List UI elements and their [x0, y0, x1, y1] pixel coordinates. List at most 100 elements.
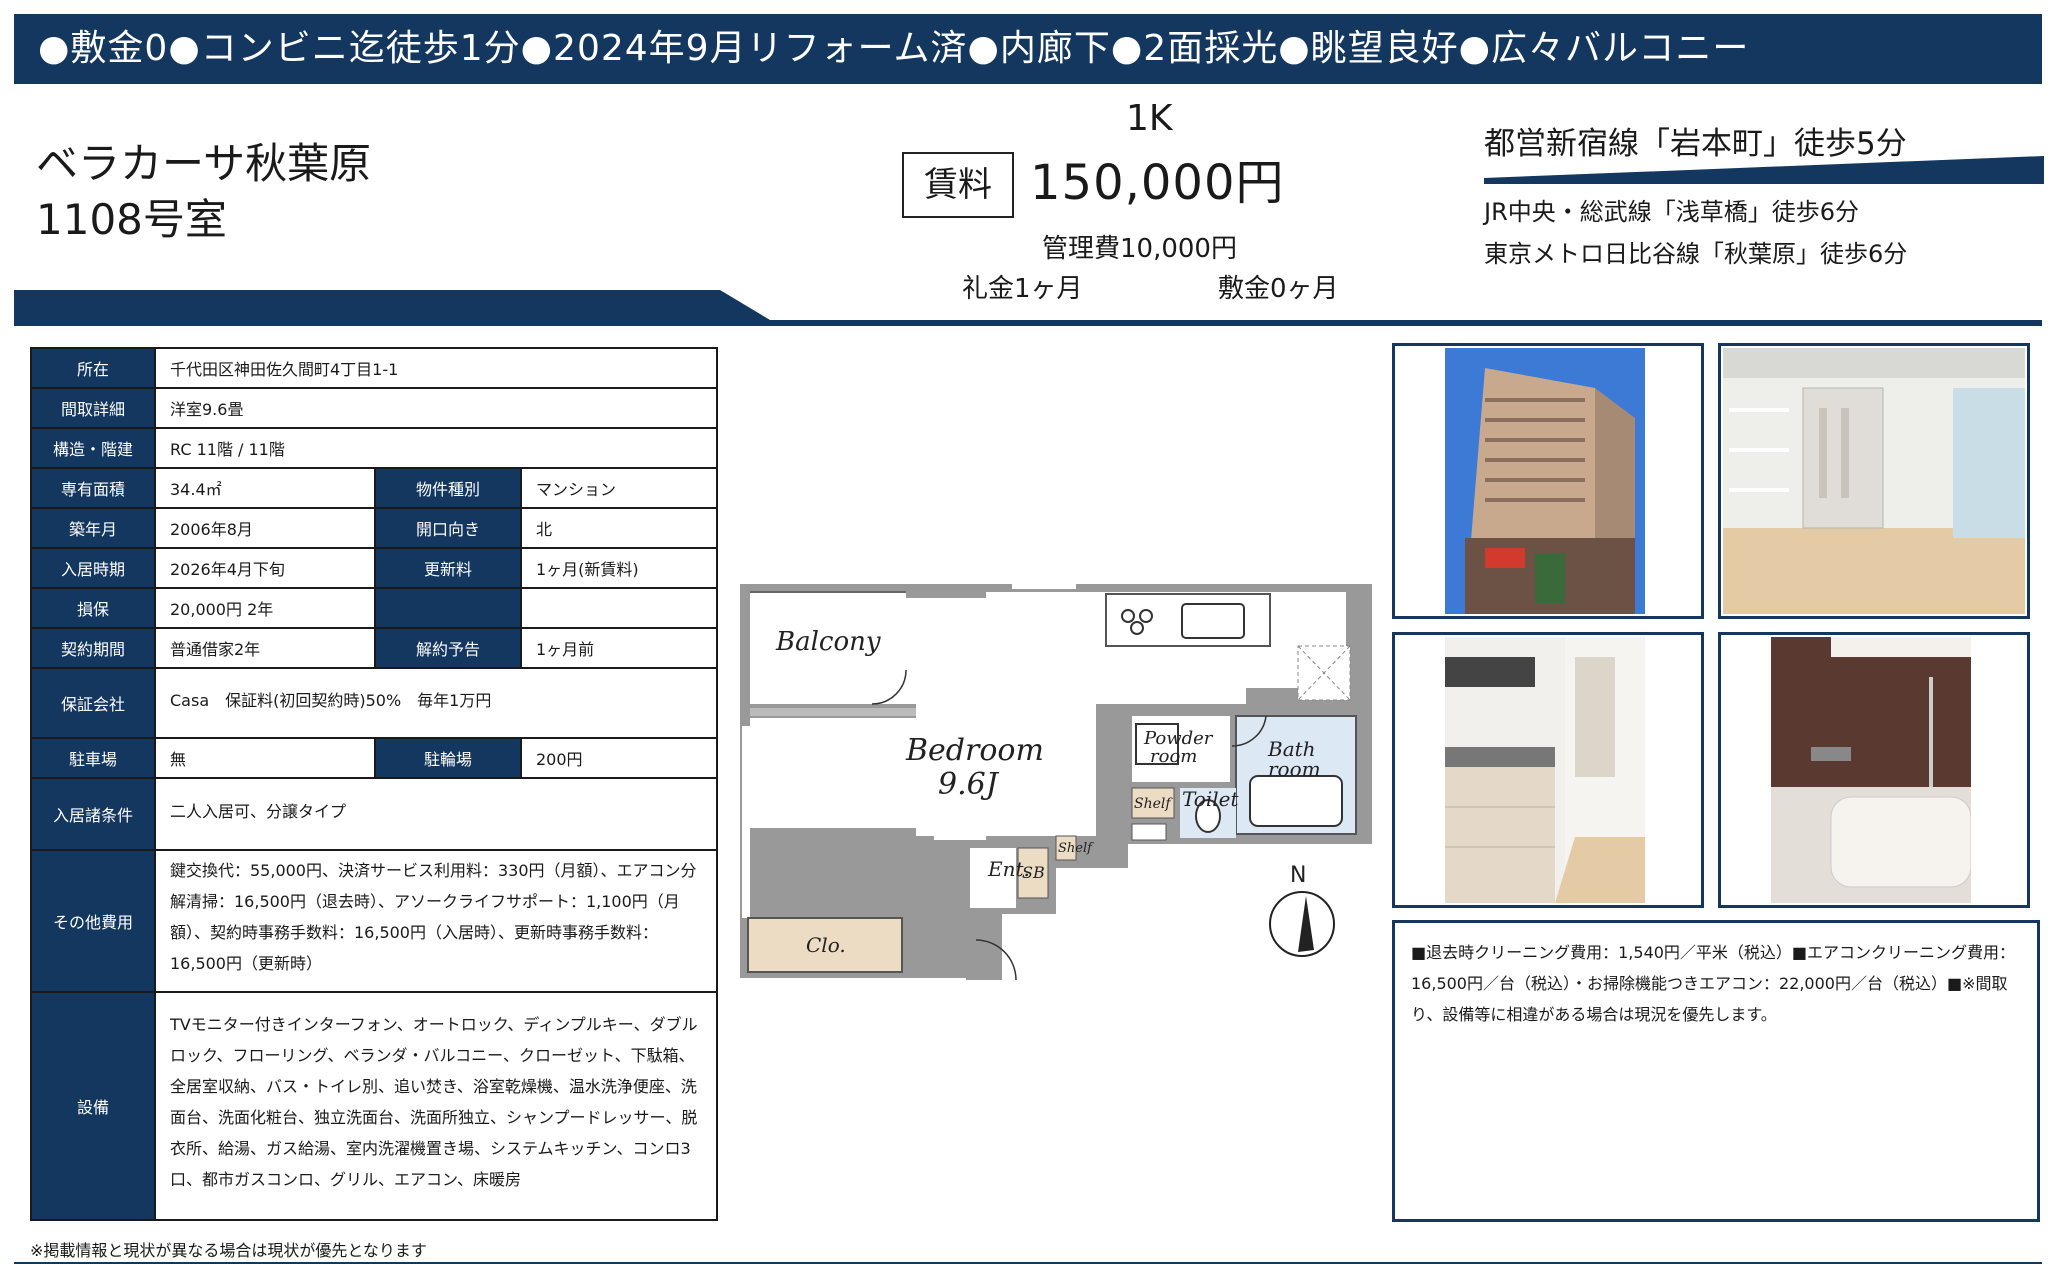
photo-room-interior[interactable] [1718, 343, 2030, 619]
bedroom-size-label: 9.6J [938, 767, 1000, 802]
shelf-label: Shelf [1134, 796, 1173, 812]
other-fees-value: 鍵交換代：55,000円、決済サービス利用料：330円（月額）、エアコン分解清掃… [154, 849, 718, 993]
cancel-label: 解約予告 [374, 627, 522, 669]
table-row: 所在 千代田区神田佐久間町4丁目1-1 [30, 347, 718, 389]
contract-label: 契約期間 [30, 627, 156, 669]
floor-detail-label: 間取詳細 [30, 387, 156, 429]
equipment-value: TVモニター付きインターフォン、オートロック、ディンプルキー、ダブルロック、フロ… [154, 991, 718, 1221]
built-value: 2006年8月 [154, 507, 376, 549]
entrance-door [975, 939, 1017, 980]
powder-label-2: room [1150, 746, 1197, 767]
parking-value: 無 [154, 737, 376, 779]
notes-box: ■退去時クリーニング費用：1,540円／平米（税込）■エアコンクリーニング費用：… [1392, 920, 2040, 1222]
balcony-door [871, 669, 907, 705]
table-row: 駐車場 無 駐輪場 200円 [30, 737, 718, 779]
table-row: 間取詳細 洋室9.6畳 [30, 387, 718, 429]
header-divider [14, 290, 2042, 326]
station-underline [1484, 156, 2044, 184]
guarantor-label: 保証会社 [30, 667, 156, 739]
table-row: 専有面積 34.4㎡ 物件種別 マンション [30, 467, 718, 509]
table-row: その他費用 鍵交換代：55,000円、決済サービス利用料：330円（月額）、エア… [30, 849, 718, 993]
table-row: 築年月 2006年8月 開口向き 北 [30, 507, 718, 549]
table-row: 設備 TVモニター付きインターフォン、オートロック、ディンプルキー、ダブルロック… [30, 991, 718, 1221]
balcony-label: Balcony [775, 627, 881, 657]
kitchen-image [1445, 637, 1645, 903]
entrance-label: Ent. [987, 857, 1030, 881]
building-exterior-image [1445, 348, 1645, 614]
photo-kitchen[interactable] [1392, 632, 1704, 908]
renewal-value: 1ヶ月(新賃料) [520, 547, 718, 589]
other-fees-label: その他費用 [30, 849, 156, 993]
conditions-label: 入居諸条件 [30, 777, 156, 851]
property-title: ベラカーサ秋葉原 1108号室 [36, 136, 371, 248]
shelf-label-2: Shelf [1058, 841, 1094, 856]
footer-disclaimer: ※掲載情報と現状が異なる場合は現状が優先となります [30, 1241, 427, 1260]
footer-line [14, 1262, 2042, 1264]
layout-type: 1K [1126, 98, 1173, 139]
insurance-value: 20,000円 2年 [154, 587, 376, 629]
north-label: N [1290, 863, 1306, 888]
room-interior-image [1723, 348, 2025, 614]
sb-label: SB [1022, 863, 1045, 882]
equipment-label: 設備 [30, 991, 156, 1221]
structure-label: 構造・階建 [30, 427, 156, 469]
management-fee: 管理費10,000円 [1042, 234, 1237, 264]
table-row: 入居時期 2026年4月下旬 更新料 1ヶ月(新賃料) [30, 547, 718, 589]
closet [747, 917, 903, 973]
table-row: 契約期間 普通借家2年 解約予告 1ヶ月前 [30, 627, 718, 669]
facing-value: 北 [520, 507, 718, 549]
rent-label: 賃料 [902, 152, 1014, 218]
cancel-value: 1ヶ月前 [520, 627, 718, 669]
facing-label: 開口向き [374, 507, 522, 549]
balcony-wall [750, 708, 916, 716]
address-label: 所在 [30, 347, 156, 389]
conditions-value: 二人入居可、分譲タイプ [154, 777, 718, 851]
bedroom-label: Bedroom [905, 733, 1044, 768]
move-in-label: 入居時期 [30, 547, 156, 589]
area-label: 専有面積 [30, 467, 156, 509]
station-2: JR中央・総武線「浅草橋」徒歩6分 [1484, 198, 1860, 226]
guarantor-value: Casa 保証料(初回契約時)50% 毎年1万円 [154, 667, 718, 739]
address-value: 千代田区神田佐久間町4丁目1-1 [154, 347, 718, 389]
table-row: 入居諸条件 二人入居可、分譲タイプ [30, 777, 718, 851]
parking-label: 駐車場 [30, 737, 156, 779]
area-value: 34.4㎡ [154, 467, 376, 509]
bike-value: 200円 [520, 737, 718, 779]
shelf-entrance [1055, 835, 1077, 861]
empty-value [520, 587, 718, 629]
key-money: 礼金1ヶ月 [962, 274, 1083, 304]
type-label: 物件種別 [374, 467, 522, 509]
bath-label: Bath [1267, 737, 1316, 761]
property-name: ベラカーサ秋葉原 [36, 139, 372, 188]
entrance-floor [970, 848, 1016, 908]
deposit: 敷金0ヶ月 [1218, 274, 1339, 304]
insurance-label: 損保 [30, 587, 156, 629]
property-details-table: 所在 千代田区神田佐久間町4丁目1-1 間取詳細 洋室9.6畳 構造・階建 RC… [30, 347, 718, 1221]
closet-label: Clo. [806, 933, 846, 957]
station-3: 東京メトロ日比谷線「秋葉原」徒歩6分 [1484, 240, 1908, 268]
north-compass-icon: N [1269, 863, 1335, 957]
structure-value: RC 11階 / 11階 [154, 427, 718, 469]
move-in-value: 2026年4月下旬 [154, 547, 376, 589]
balcony-floor [750, 592, 906, 704]
built-label: 築年月 [30, 507, 156, 549]
toilet-label: Toilet [1182, 787, 1239, 811]
empty-label [374, 587, 522, 629]
photo-bathroom[interactable] [1718, 632, 2030, 908]
shoe-box [1017, 847, 1049, 899]
table-row: 構造・階建 RC 11階 / 11階 [30, 427, 718, 469]
feature-banner: ●敷金0●コンビニ迄徒歩1分●2024年9月リフォーム済●内廊下●2面採光●眺望… [14, 14, 2042, 84]
bedroom-west [750, 718, 916, 828]
bedroom-floor [916, 704, 1096, 836]
table-row: 損保 20,000円 2年 [30, 587, 718, 629]
floor-plan: Balcony Bedroom 9.6J Powder room Bath ro… [740, 583, 1372, 980]
type-value: マンション [520, 467, 718, 509]
bike-label: 駐輪場 [374, 737, 522, 779]
renewal-label: 更新料 [374, 547, 522, 589]
contract-value: 普通借家2年 [154, 627, 376, 669]
room-number: 1108号室 [36, 195, 227, 244]
floor-detail-value: 洋室9.6畳 [154, 387, 718, 429]
main-station: 都営新宿線「岩本町」徒歩5分 [1484, 126, 1907, 162]
photo-building-exterior[interactable] [1392, 343, 1704, 619]
powder-label: Powder [1143, 728, 1214, 749]
